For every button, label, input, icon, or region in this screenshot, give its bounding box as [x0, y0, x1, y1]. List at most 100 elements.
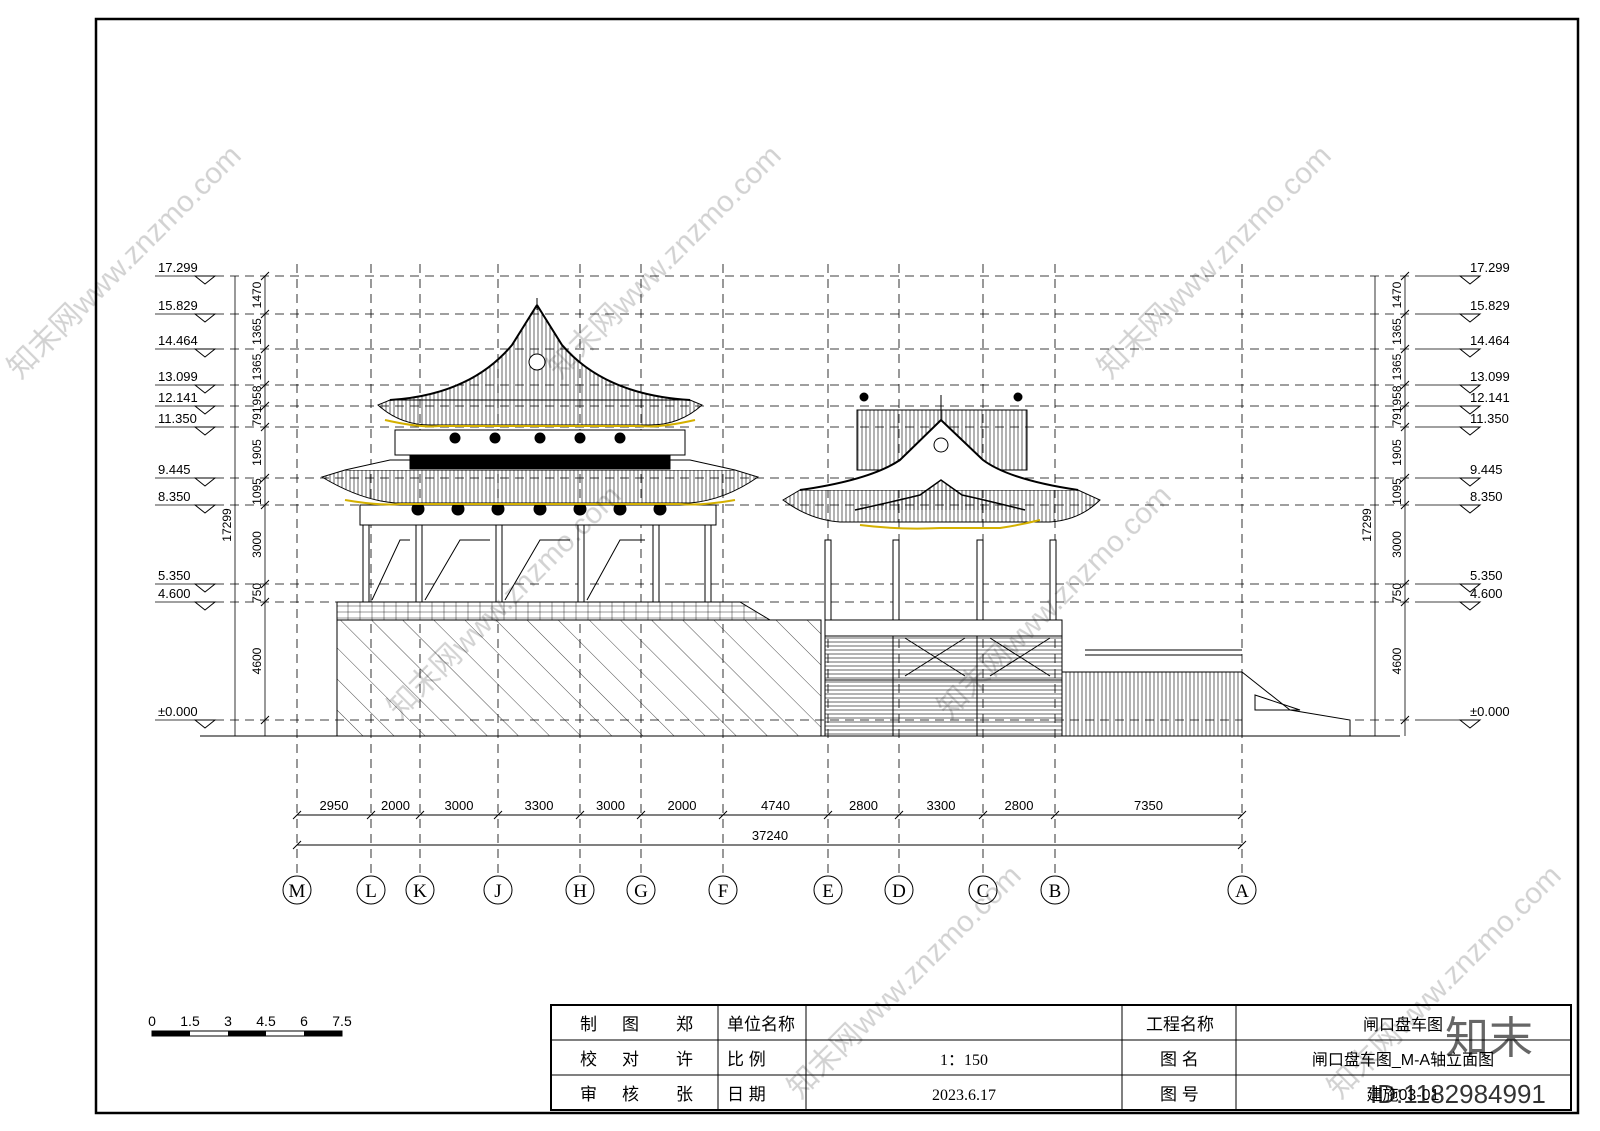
horizontal-dim-label: 7350 [1134, 798, 1163, 813]
elevation-triangle [1458, 405, 1482, 415]
elevation-label: 9.445 [158, 462, 191, 477]
elevation-triangle [1458, 719, 1482, 729]
horizontal-dim-label: 2950 [320, 798, 349, 813]
elevation-triangle [1458, 348, 1482, 358]
elevation-label: 15.829 [158, 298, 198, 313]
tb-date-label: 日 期 [727, 1085, 766, 1104]
vertical-dim-label: 1905 [1390, 439, 1404, 466]
elevation-triangle [193, 583, 217, 593]
tb-name-label: 图 名 [1160, 1050, 1199, 1069]
scale-label: 4.5 [256, 1013, 276, 1029]
tb-date-value: 2023.6.17 [932, 1087, 996, 1104]
watermark-3: 知末网www.znzmo.com [1092, 139, 1338, 385]
elevation-triangle [193, 601, 217, 611]
axis-bubble [282, 875, 312, 905]
elevation-label: 17.299 [1470, 260, 1510, 275]
tb-number-value: 建施03-01 [1367, 1086, 1440, 1104]
elevation-label: 11.350 [158, 411, 197, 426]
elevation-label: 5.350 [158, 568, 191, 583]
left-podium [336, 601, 822, 737]
axis-label: C [977, 881, 990, 902]
axis-bubble [483, 875, 513, 905]
tb-r3-c3: 张 [676, 1085, 693, 1104]
tb-r3-c1: 审 [580, 1085, 597, 1104]
vertical-dim-label: 1095 [1390, 478, 1404, 505]
scale-label: 3 [224, 1013, 232, 1029]
axis-label: G [634, 881, 648, 902]
elevation-label: 4.600 [158, 586, 191, 601]
vertical-dim-label: 4600 [250, 647, 264, 674]
elevation-triangle [193, 348, 217, 358]
axis-label: A [1235, 881, 1249, 902]
elevation-triangle [1458, 601, 1482, 611]
vertical-dim-label: 1470 [250, 281, 264, 308]
title-block [550, 1004, 1572, 1111]
horizontal-dim-label: 2000 [381, 798, 410, 813]
elevation-label: 15.829 [1470, 298, 1510, 313]
horizontal-dim-label: 3000 [445, 798, 474, 813]
axis-bubble [565, 875, 595, 905]
elevation-triangle [193, 384, 217, 394]
axis-label: J [494, 881, 501, 902]
elevation-label: 13.099 [158, 369, 198, 384]
elevation-triangle [1458, 504, 1482, 514]
vertical-dim-label: 1470 [1390, 281, 1404, 308]
axis-bubble [813, 875, 843, 905]
vertical-dim-label: 4600 [1390, 647, 1404, 674]
elevation-triangle [193, 313, 217, 323]
vertical-dim-label: 750 [250, 583, 264, 603]
vertical-dim-label: 1365 [1390, 318, 1404, 345]
elevation-triangle [193, 426, 217, 436]
vertical-dim-label: 958 [250, 385, 264, 405]
elevation-label: 8.350 [158, 489, 191, 504]
elevation-label: 9.445 [1470, 462, 1503, 477]
elevation-markers-left: 17.29915.82914.46413.09912.14111.3509.44… [155, 260, 217, 729]
title-block-text: 制 图 郑 单位名称 工程名称 闸口盘车图 校 对 许 比 例 1：150 图 … [580, 1015, 1494, 1104]
vertical-dim-label: 1365 [250, 318, 264, 345]
drawing-frame [94, 17, 1580, 1115]
elevation-label: 4.600 [1470, 586, 1503, 601]
elevation-label: 11.350 [1470, 411, 1509, 426]
elevation-label: 12.141 [158, 390, 198, 405]
elevation-triangle [1458, 426, 1482, 436]
tb-project-value: 闸口盘车图 [1363, 1015, 1443, 1034]
total-width-label: 37240 [752, 828, 788, 843]
watermark-2: 知末网www.znzmo.com [542, 139, 788, 385]
horizontal-dim-label: 3000 [596, 798, 625, 813]
tb-number-label: 图 号 [1160, 1085, 1199, 1104]
axis-bubble [968, 875, 998, 905]
elevation-triangle [193, 477, 217, 487]
id-watermark: ID:1182984991 [1370, 1079, 1546, 1109]
tb-r3-c2: 核 [622, 1085, 639, 1104]
horizontal-dim-label: 2800 [849, 798, 878, 813]
elevation-triangle [1458, 477, 1482, 487]
left-pavilion [320, 298, 760, 603]
vertical-dim-label: 3000 [1390, 531, 1404, 558]
scale-label: 1.5 [180, 1013, 200, 1029]
elevation-triangle [1458, 384, 1482, 394]
horizontal-dim-label: 2800 [1005, 798, 1034, 813]
vertical-dimensions-left: 1470136513659587911905109530007504600172… [220, 271, 270, 736]
tb-r1-c1: 制 [580, 1015, 597, 1034]
horizontal-dim-label: 4740 [761, 798, 790, 813]
axis-label: F [718, 881, 729, 902]
elevation-label: ±0.000 [158, 704, 198, 719]
elevation-label: 14.464 [158, 333, 198, 348]
elevation-triangle [1458, 583, 1482, 593]
tb-name-value: 闸口盘车图_M-A轴立面图 [1312, 1050, 1494, 1069]
axis-label: L [365, 881, 377, 902]
elevation-triangle [193, 504, 217, 514]
elevation-label: 8.350 [1470, 489, 1503, 504]
vertical-dim-label: 1905 [250, 439, 264, 466]
elevation-label: ±0.000 [1470, 704, 1510, 719]
tb-r1-c3: 郑 [676, 1015, 693, 1034]
elevation-label: 12.141 [1470, 390, 1510, 405]
watermark-1: 知末网www.znzmo.com [2, 139, 248, 385]
axis-bubble [884, 875, 914, 905]
tb-unit-label: 单位名称 [727, 1015, 795, 1034]
left-brackets-lower [411, 502, 667, 516]
elevation-label: 14.464 [1470, 333, 1510, 348]
total-height-label: 17299 [220, 508, 234, 542]
